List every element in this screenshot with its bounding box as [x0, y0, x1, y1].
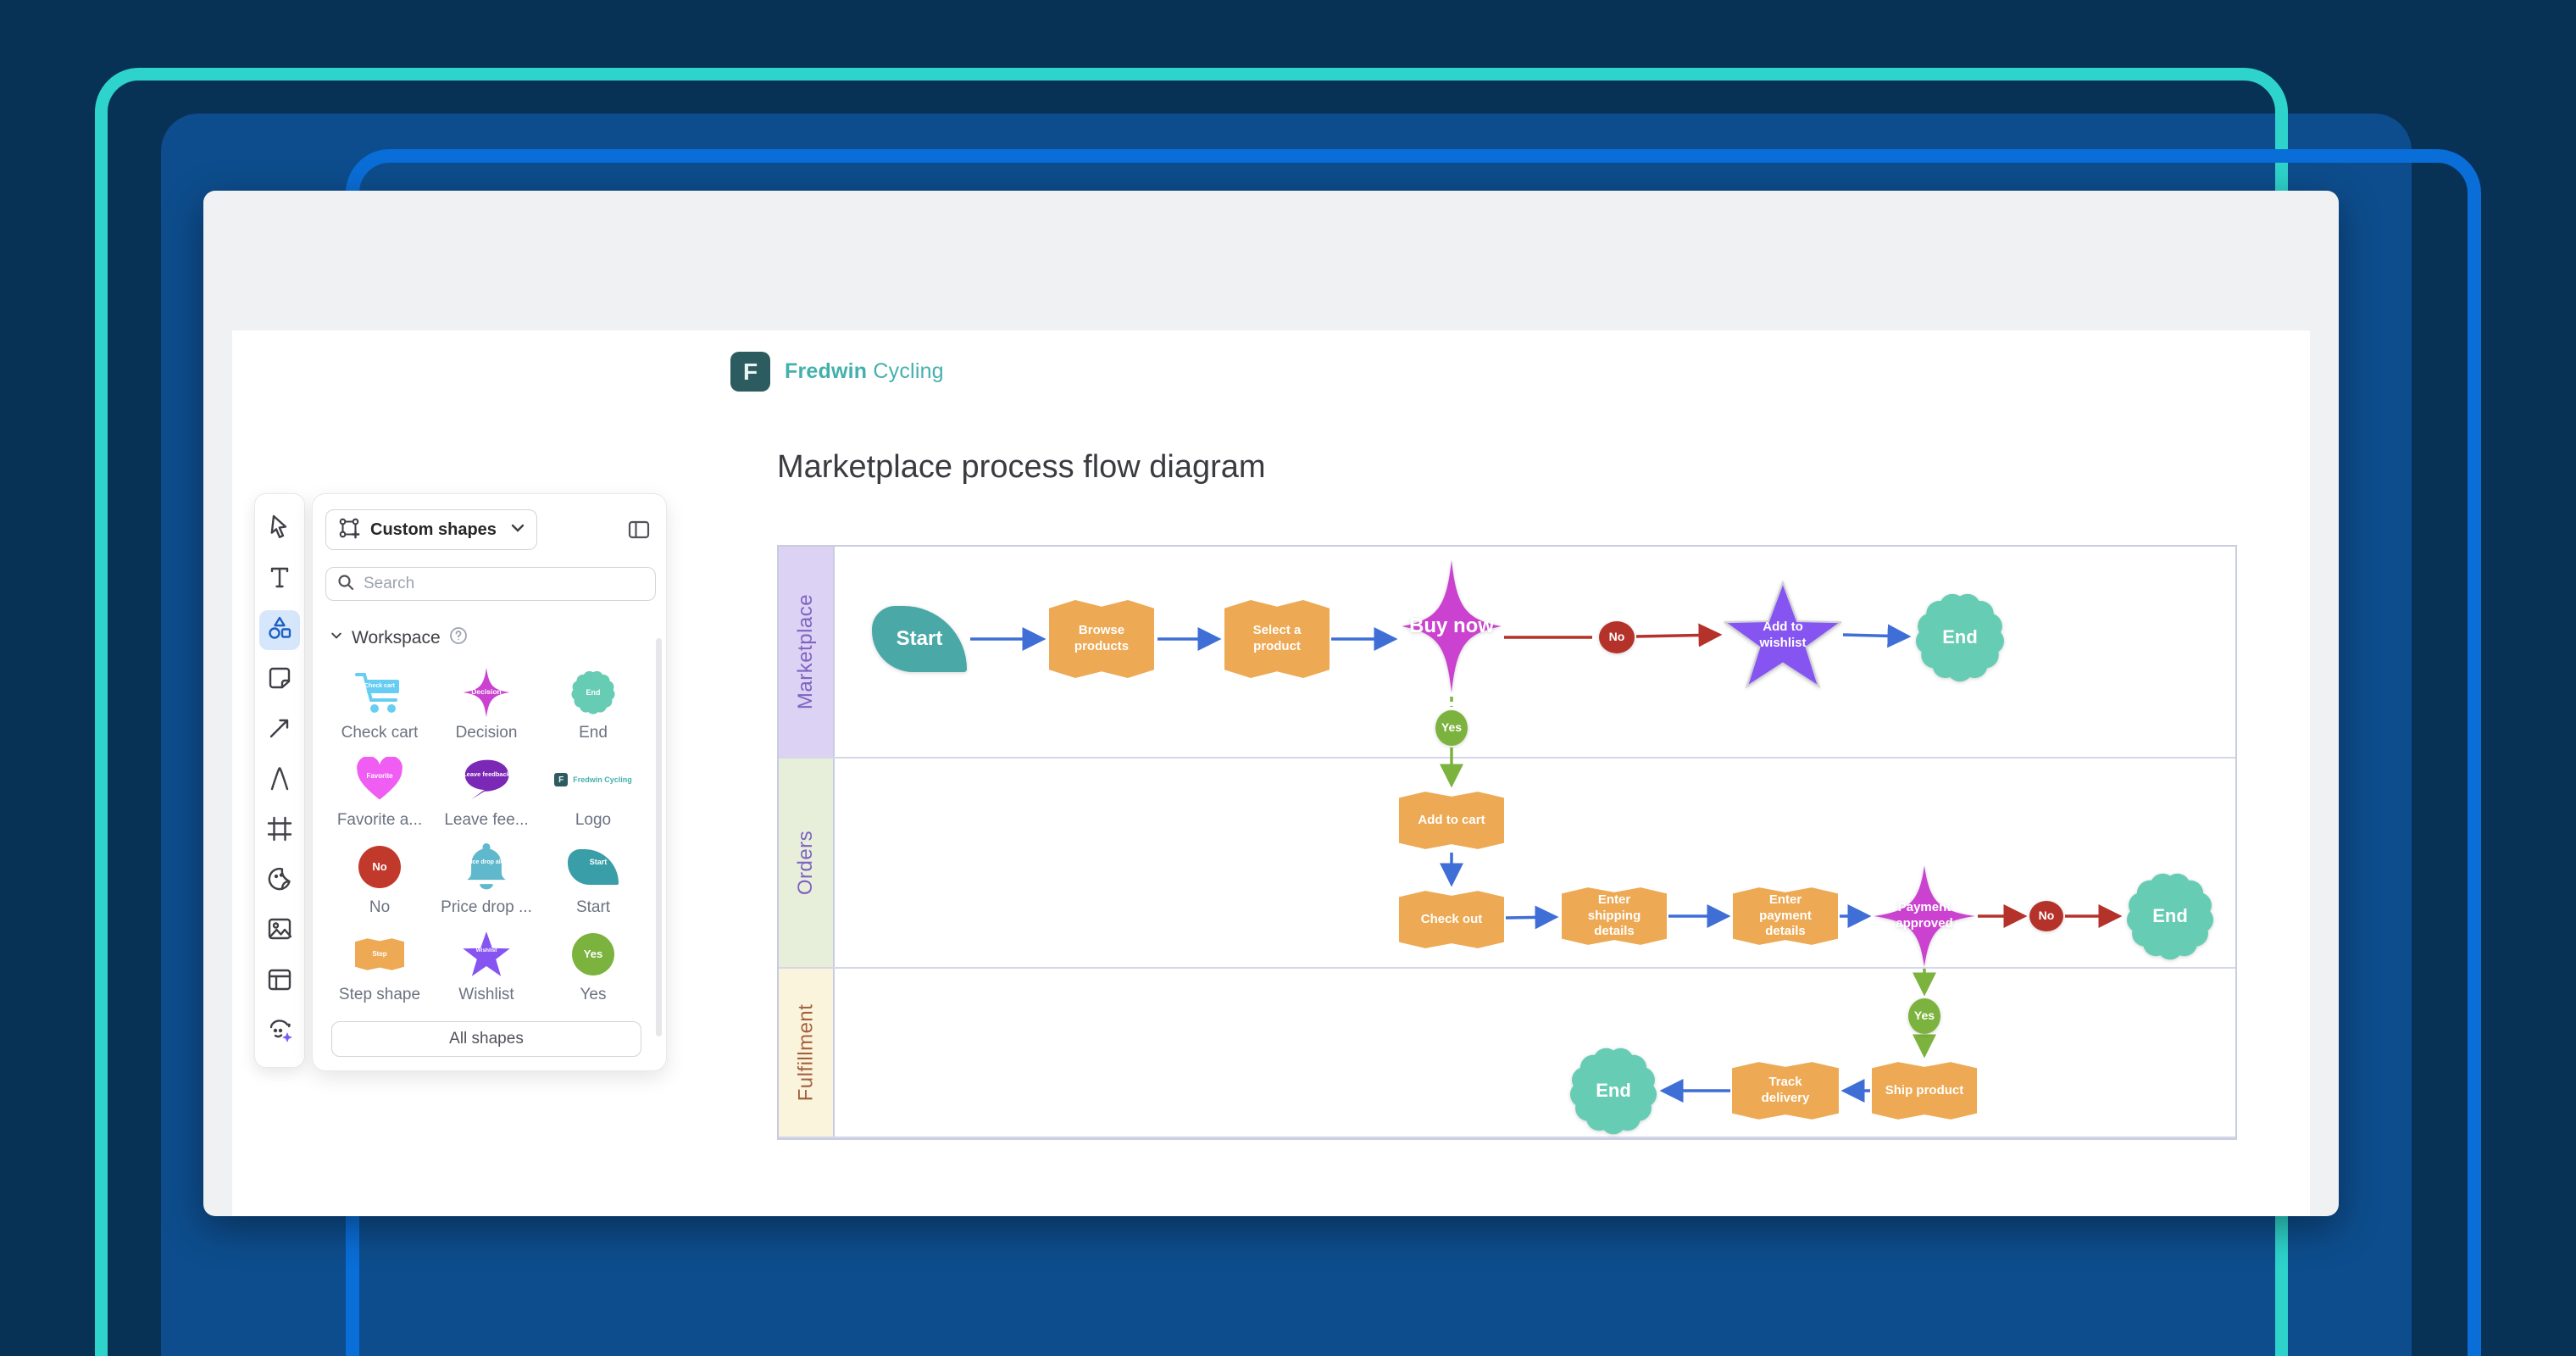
- shape-item-wishlist[interactable]: Wishlist Wishlist: [433, 924, 540, 1011]
- cart-shape-thumb: Check cart: [353, 666, 406, 719]
- shape-item-check-cart[interactable]: Check cart Check cart: [326, 662, 433, 749]
- page-title: Marketplace process flow diagram: [777, 449, 1266, 485]
- search-icon: [336, 573, 355, 596]
- table-tool-button[interactable]: [259, 961, 300, 1001]
- custom-shapes-icon: [336, 515, 362, 545]
- flow-node-end-1[interactable]: End: [1913, 591, 2007, 684]
- end-shape-thumb: End: [570, 666, 616, 719]
- flow-node-enter-payment-details[interactable]: Enter payment details: [1733, 887, 1838, 945]
- flow-node-yes-2[interactable]: Yes: [1908, 998, 1940, 1034]
- ai-sparkle-icon: [265, 1015, 294, 1048]
- lane-orders[interactable]: Orders: [779, 759, 2235, 969]
- flow-node-yes-1[interactable]: Yes: [1435, 710, 1468, 746]
- search-input[interactable]: [364, 575, 618, 593]
- brand-name-bold: Fredwin: [785, 359, 868, 383]
- shapes-icon: [265, 614, 294, 647]
- shape-item-step-shape[interactable]: Step Step shape: [326, 924, 433, 1011]
- flow-layer: Start Browse products Select a product B…: [779, 547, 2239, 1142]
- tool-rail: [254, 493, 305, 1068]
- shape-item-favorite[interactable]: Favorite Favorite a...: [326, 749, 433, 836]
- flow-node-end-2[interactable]: End: [2124, 870, 2216, 962]
- shape-library-dropdown[interactable]: Custom shapes: [325, 509, 537, 550]
- heart-shape-thumb: Favorite: [355, 753, 404, 806]
- flow-node-track-delivery[interactable]: Track delivery: [1732, 1062, 1839, 1120]
- wishlist-star-shape-thumb: Wishlist: [462, 928, 511, 981]
- panel-scrollbar[interactable]: [656, 638, 662, 1036]
- bell-shape-thumb: Price drop alert: [463, 841, 510, 893]
- lane-label-orders[interactable]: Orders: [779, 759, 835, 967]
- logo-tile: F: [730, 352, 770, 392]
- cursor-icon: [265, 513, 294, 546]
- shapes-panel: Custom shapes Workspace Check cart Check…: [312, 493, 667, 1071]
- shape-item-decision[interactable]: Decision Decision: [433, 662, 540, 749]
- lane-label-fulfillment[interactable]: Fulfillment: [779, 969, 835, 1136]
- shape-item-no[interactable]: No No: [326, 836, 433, 924]
- flow-node-check-out[interactable]: Check out: [1399, 891, 1504, 948]
- frame-tool-button[interactable]: [259, 811, 300, 851]
- swimlane-diagram[interactable]: Marketplace Orders Fulfillment: [777, 545, 2237, 1140]
- speech-bubble-shape-thumb: Leave feedback: [461, 753, 512, 806]
- no-shape-thumb: No: [358, 841, 401, 893]
- flow-node-buy-now[interactable]: Buy now: [1401, 559, 1502, 694]
- image-icon: [265, 914, 294, 948]
- yes-shape-thumb: Yes: [572, 928, 614, 981]
- flow-node-add-to-wishlist[interactable]: Add to wishlist: [1724, 581, 1841, 691]
- shapes-tool-button[interactable]: [259, 609, 300, 650]
- decision-shape-thumb: Decision: [463, 666, 510, 719]
- text-icon: [265, 563, 294, 596]
- flow-node-add-to-cart[interactable]: Add to cart: [1399, 792, 1504, 849]
- flow-node-end-3[interactable]: End: [1568, 1045, 1659, 1136]
- table-icon: [265, 965, 294, 998]
- search-box[interactable]: [325, 567, 656, 601]
- panel-toggle-button[interactable]: [627, 518, 651, 546]
- shape-item-yes[interactable]: Yes Yes: [540, 924, 647, 1011]
- ai-assist-tool-button[interactable]: [259, 1012, 300, 1052]
- flow-node-no-2[interactable]: No: [2029, 901, 2063, 931]
- frame-icon: [265, 814, 294, 848]
- cursor-tool-button[interactable]: [259, 509, 300, 549]
- workspace-section-header[interactable]: Workspace: [330, 626, 468, 649]
- lane-marketplace[interactable]: Marketplace: [779, 547, 2235, 759]
- workspace-section-label: Workspace: [352, 627, 441, 647]
- brand-name: Fredwin Cycling: [785, 359, 944, 384]
- chevron-down-icon: [509, 520, 526, 541]
- flow-node-no-1[interactable]: No: [1599, 621, 1635, 653]
- flow-node-browse-products[interactable]: Browse products: [1049, 599, 1154, 679]
- all-shapes-button[interactable]: All shapes: [331, 1021, 641, 1057]
- pen-tool-button[interactable]: [259, 760, 300, 800]
- help-icon: [449, 626, 468, 649]
- sticky-note-icon: [265, 664, 294, 697]
- flow-node-select-a-product[interactable]: Select a product: [1224, 599, 1330, 679]
- flow-node-payment-approved[interactable]: Payment approved: [1873, 864, 1976, 968]
- shape-item-end[interactable]: End End: [540, 662, 647, 749]
- chevron-down-icon: [330, 629, 343, 647]
- sticky-note-tool-button[interactable]: [259, 660, 300, 700]
- panel-toggle-icon: [627, 520, 651, 545]
- flow-connectors: [970, 623, 2123, 1103]
- shape-grid: Check cart Check cart Decision Decision …: [326, 662, 648, 1011]
- image-tool-button[interactable]: [259, 911, 300, 951]
- text-tool-button[interactable]: [259, 559, 300, 599]
- shape-item-leave-feedback[interactable]: Leave feedback Leave fee...: [433, 749, 540, 836]
- shape-item-price-drop[interactable]: Price drop alert Price drop ...: [433, 836, 540, 924]
- lane-fulfillment[interactable]: Fulfillment: [779, 969, 2235, 1138]
- sticker-tool-button[interactable]: [259, 861, 300, 901]
- step-shape-thumb: Step: [355, 928, 404, 981]
- flow-node-enter-shipping-details[interactable]: Enter shipping details: [1562, 887, 1667, 945]
- shape-library-label: Custom shapes: [370, 520, 497, 539]
- pen-icon: [265, 764, 294, 797]
- flow-node-ship-product[interactable]: Ship product: [1872, 1062, 1977, 1120]
- brand-name-light: Cycling: [873, 359, 944, 383]
- connector-arrow-icon: [265, 714, 294, 747]
- sticker-icon: [265, 864, 294, 898]
- shape-item-start[interactable]: Start Start: [540, 836, 647, 924]
- brand-logo: F Fredwin Cycling: [730, 352, 944, 392]
- connector-tool-button[interactable]: [259, 710, 300, 750]
- lane-label-marketplace[interactable]: Marketplace: [779, 547, 835, 757]
- start-shape-thumb: Start: [568, 841, 619, 893]
